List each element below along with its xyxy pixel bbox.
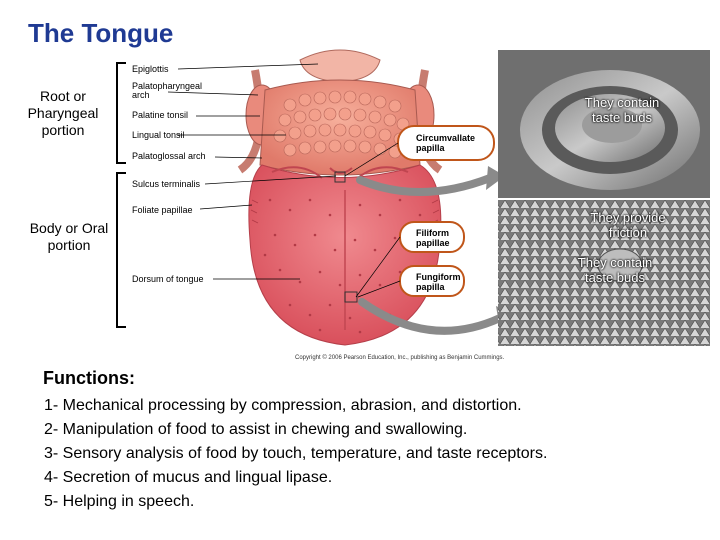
function-item: 4- Secretion of mucus and lingual lipase… [44, 469, 333, 486]
callout-fungiform-papilla: Fungiform papilla [416, 272, 461, 292]
note-fungiform-taste-buds: They contain taste buds [577, 255, 653, 285]
root-portion-label: Root or Pharyngeal portion [27, 88, 99, 138]
label-palatine-tonsil: Palatine tonsil [132, 110, 189, 120]
note-circumvallate-taste-buds: They contain taste buds [584, 95, 660, 125]
label-palatopharyngeal-arch: Palatopharyngeal arch [132, 81, 203, 100]
body-bracket [116, 172, 126, 328]
function-item: 1- Mechanical processing by compression,… [44, 397, 522, 414]
body-portion-label: Body or Oral portion [29, 220, 109, 253]
label-foliate-papillae: Foliate papillae [132, 205, 193, 215]
root-bracket [116, 62, 126, 164]
functions-heading: Functions: [43, 368, 135, 388]
note-filiform-friction: They provide friction [590, 210, 666, 240]
label-dorsum-of-tongue: Dorsum of tongue [132, 274, 204, 284]
copyright-text: Copyright © 2006 Pearson Education, Inc.… [295, 355, 505, 361]
page-title: The Tongue [28, 18, 174, 48]
function-item: 5- Helping in speech. [44, 493, 195, 510]
circumvallate-photo [498, 50, 710, 198]
label-sulcus-terminalis: Sulcus terminalis [132, 179, 201, 189]
function-item: 3- Sensory analysis of food by touch, te… [44, 445, 548, 462]
tongue-illustration [167, 49, 710, 346]
label-lingual-tonsil: Lingual tonsil [132, 130, 185, 140]
label-epiglottis: Epiglottis [132, 64, 169, 74]
label-palatoglossal-arch: Palatoglossal arch [132, 151, 206, 161]
filiform-photo [498, 200, 710, 346]
callout-circumvallate-papilla: Circumvallate papilla [416, 133, 476, 153]
callout-filiform-papillae: Filiform papillae [416, 228, 450, 248]
function-item: 2- Manipulation of food to assist in che… [44, 421, 468, 438]
